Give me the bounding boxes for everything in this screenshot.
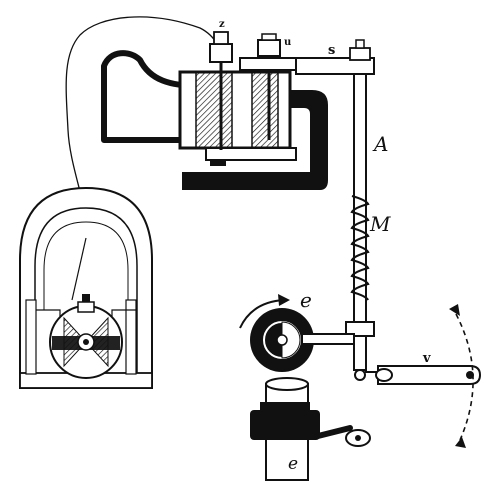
label-lever-v: v xyxy=(423,351,431,366)
label-top-nut: z xyxy=(219,19,225,30)
lever-v xyxy=(365,365,482,385)
lower-shaft-and-cam xyxy=(250,377,371,481)
label-top-bracket: u xyxy=(284,37,292,48)
label-rod-a: A xyxy=(374,132,389,156)
valve-casting xyxy=(101,31,328,190)
label-spring-m: M xyxy=(370,212,391,236)
swing-arc xyxy=(449,304,474,448)
label-upper-cam-e: e xyxy=(300,288,312,312)
coil-spring xyxy=(350,194,370,301)
connecting-wire xyxy=(65,16,219,239)
upper-cam xyxy=(239,294,355,372)
label-arm-s: s xyxy=(328,43,336,58)
label-lower-cam-e: e xyxy=(288,454,299,474)
magnet-armature-wheel xyxy=(49,237,123,379)
